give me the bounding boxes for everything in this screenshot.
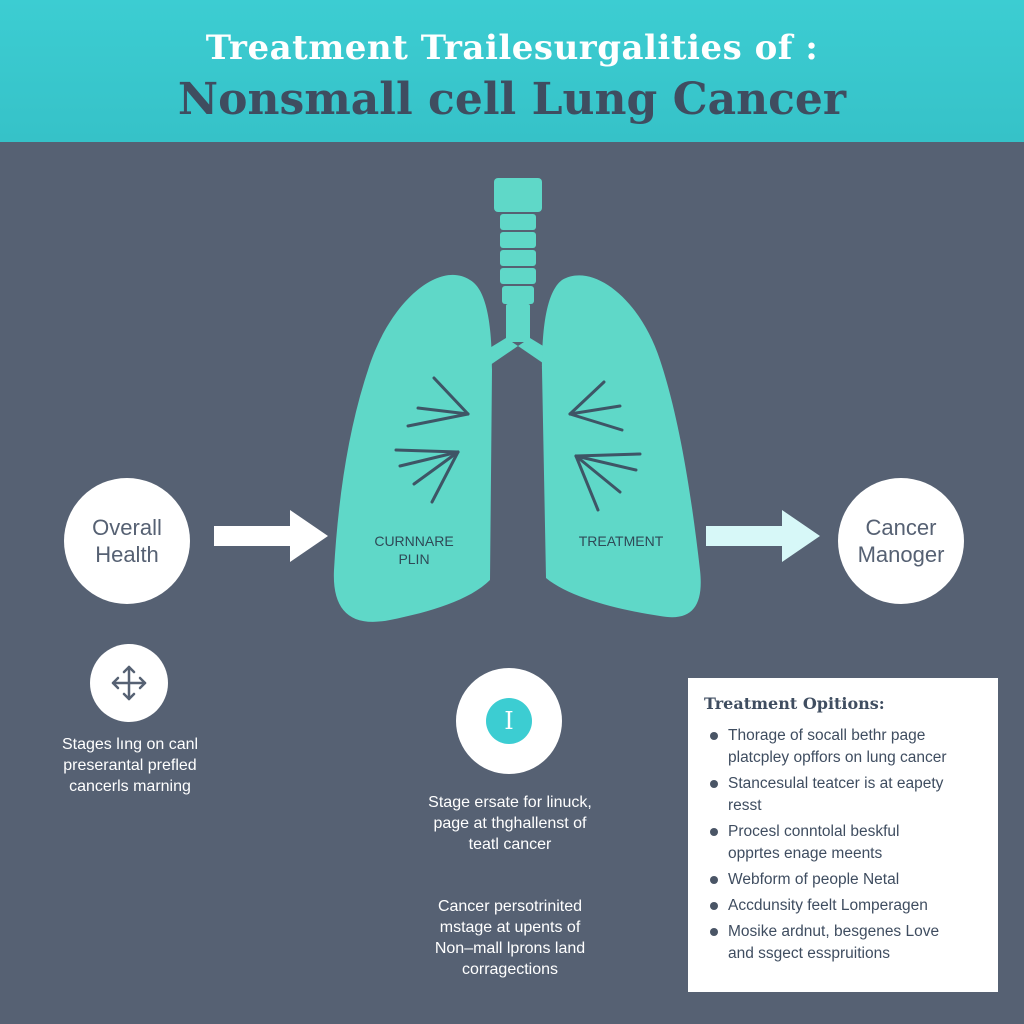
cancer-manager-node: Cancer Manoger xyxy=(838,478,964,604)
left-bronchi xyxy=(394,376,470,504)
left-caption-line: Stages lıng on canl xyxy=(61,736,199,753)
left-caption: Stages lıng on canl preserantal prefled … xyxy=(30,734,230,797)
header-banner: Treatment Trailesurgalities of : Nonsmal… xyxy=(0,0,1024,142)
center-caption-line: Cancer persotrinited xyxy=(437,898,583,915)
list-item: Procesl conntolal beskful opprtes enage … xyxy=(704,821,984,865)
cancer-manager-line2: Manoger xyxy=(857,542,945,567)
right-bronchi xyxy=(568,380,642,512)
overall-health-line1: Overall xyxy=(92,515,162,540)
info-icon-circle: I xyxy=(456,668,562,774)
page-title: Nonsmall cell Lung Cancer xyxy=(177,74,847,125)
right-arrow-icon xyxy=(214,510,328,562)
center-caption-line: teatl cancer xyxy=(468,836,552,853)
list-item: Webform of people Netal xyxy=(704,869,984,891)
treatment-options-list: Thorage of socall bethr page platcpley o… xyxy=(704,725,984,965)
cancer-manager-line1: Cancer xyxy=(865,515,937,540)
list-item: Accdunsity feelt Lomperagen xyxy=(704,895,984,917)
list-item-line: resst xyxy=(728,797,762,814)
list-item-line: platcpley opffors on lung cancer xyxy=(728,749,947,766)
right-arrow-icon xyxy=(706,510,820,562)
left-lung-label-line2: PLIN xyxy=(398,551,430,567)
center-caption-line: corragections xyxy=(461,961,559,978)
center-caption-line: page at thghallenst of xyxy=(433,815,587,832)
right-lung-label: TREATMENT xyxy=(578,533,664,549)
left-lung-label-line1: CURNNARE xyxy=(374,533,454,549)
list-item-line: Procesl conntolal beskful xyxy=(728,823,900,840)
list-item: Stancesulal teatcer is at eapety resst xyxy=(704,773,984,817)
overall-health-node: Overall Health xyxy=(64,478,190,604)
title-line-1: Treatment Trailesurgalities of : xyxy=(205,28,819,68)
center-caption-2: Cancer persotrinited mstage at upents of… xyxy=(392,896,628,980)
center-caption-line: Non–mall lprons land xyxy=(434,940,586,957)
overall-health-line2: Health xyxy=(95,542,159,567)
list-item-line: opprtes enage meents xyxy=(728,845,883,862)
left-lung-label: CURNNARE PLIN xyxy=(364,532,464,568)
left-caption-line: preserantal prefled xyxy=(63,757,197,774)
right-lung xyxy=(542,275,701,618)
move-icon-circle xyxy=(90,644,168,722)
list-item: Mosike ardnut, besgenes Love and ssgect … xyxy=(704,921,984,965)
list-item-line: Mosike ardnut, besgenes Love xyxy=(728,923,940,940)
center-caption-line: Stage ersate for linuck, xyxy=(428,794,592,811)
list-item: Thorage of socall bethr page platcpley o… xyxy=(704,725,984,769)
bullet-icon xyxy=(710,732,718,740)
list-item-line: Stancesulal teatcer is at eapety xyxy=(728,775,944,792)
bullet-icon xyxy=(710,928,718,936)
lungs-illustration xyxy=(333,178,701,622)
center-caption-line: mstage at upents of xyxy=(439,919,581,936)
move-arrows-icon xyxy=(111,665,147,701)
left-caption-line: cancerls marning xyxy=(69,778,191,795)
bullet-icon xyxy=(710,828,718,836)
list-item-line: and ssgect esspruitions xyxy=(728,945,890,962)
list-item-line: Accdunsity feelt Lomperagen xyxy=(728,897,928,914)
bullet-icon xyxy=(710,780,718,788)
bullet-icon xyxy=(710,902,718,910)
list-item-line: Thorage of socall bethr page xyxy=(728,727,926,744)
bullet-icon xyxy=(710,876,718,884)
center-caption-1: Stage ersate for linuck, page at thghall… xyxy=(392,792,628,855)
treatment-options-title: Treatment Opitions: xyxy=(704,694,885,713)
info-icon: I xyxy=(486,698,532,744)
treatment-options-panel: Treatment Opitions: Thorage of socall be… xyxy=(688,678,998,992)
list-item-line: Webform of people Netal xyxy=(728,871,900,888)
left-lung xyxy=(333,274,492,622)
